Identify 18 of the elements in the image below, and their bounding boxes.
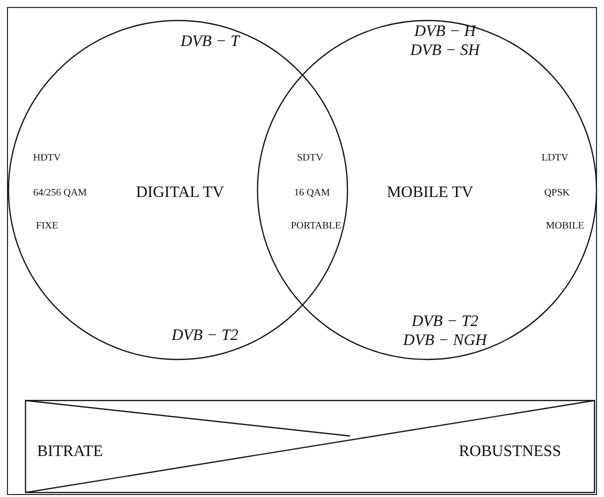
feature-label: FIXE <box>36 220 58 232</box>
feature-label: QPSK <box>544 188 570 198</box>
feature-label: SDTV <box>296 152 324 164</box>
standard-label: DVB − T2 <box>412 313 478 331</box>
feature-label: 64/256 QAM <box>33 188 87 198</box>
axis-label: ROBUSTNESS <box>458 443 562 461</box>
axis-label: BITRATE <box>37 443 103 461</box>
feature-label: PORTABLE <box>290 220 342 232</box>
feature-label: LDTV <box>542 152 568 164</box>
standard-label: DVB − T2 <box>172 327 238 345</box>
standard-label: DVB − NGH <box>403 332 487 350</box>
standard-label: DVB − SH <box>410 42 480 60</box>
category-label: DIGITAL TV <box>136 184 224 202</box>
category-label: MOBILE TV <box>386 184 474 202</box>
feature-label: MOBILE <box>546 220 584 232</box>
feature-label: HDTV <box>33 152 61 164</box>
standard-label: DVB − T <box>180 33 240 51</box>
feature-label: 16 QAM <box>294 188 330 198</box>
